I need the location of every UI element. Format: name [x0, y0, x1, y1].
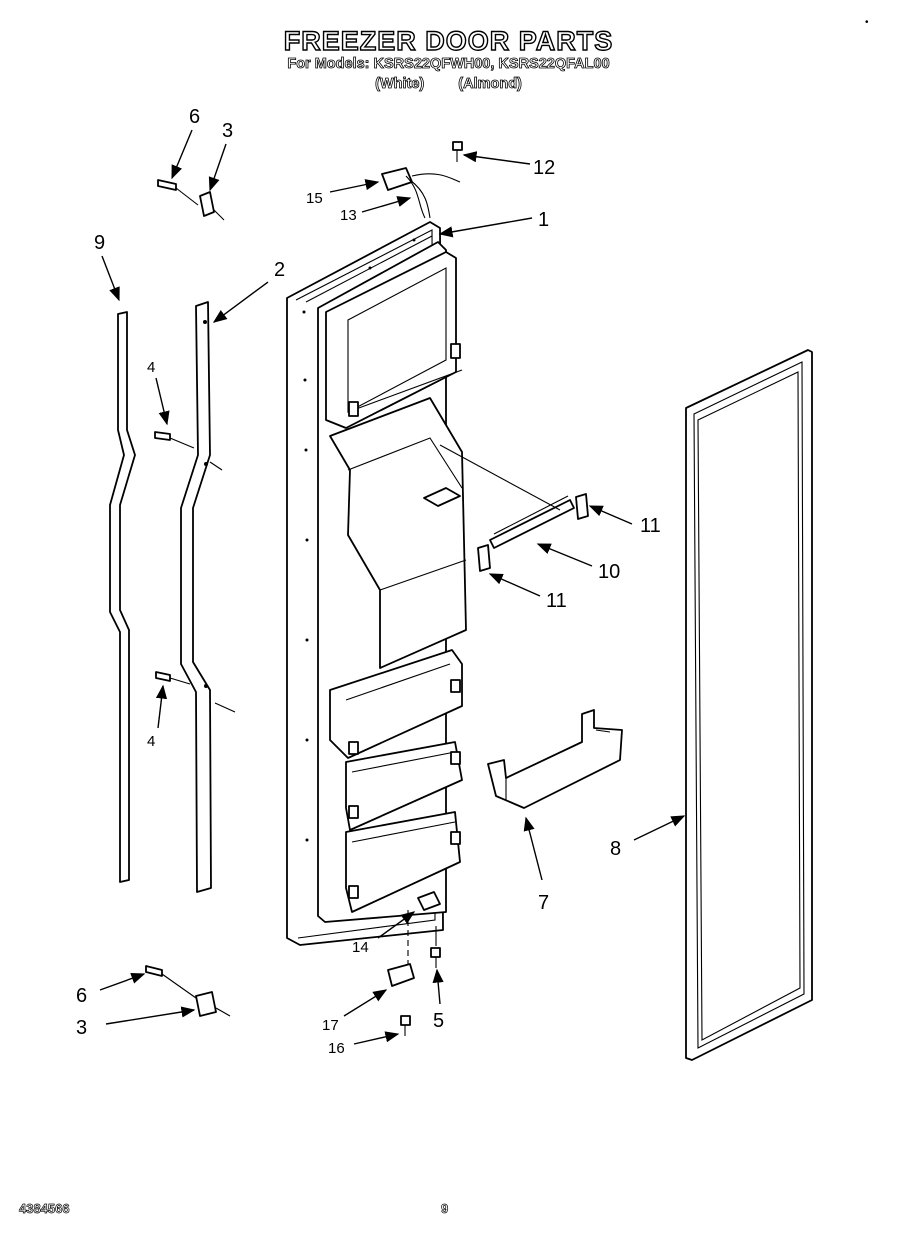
part-17-bracket: [387, 963, 415, 987]
callout-8: 8: [610, 838, 621, 860]
part-3-6-upper-hinge: [157, 179, 225, 221]
variant-white-label: (White): [375, 76, 425, 93]
part-12-screw: [452, 141, 463, 162]
callout-11-lower: 11: [546, 590, 567, 612]
callout-9: 9: [94, 232, 105, 254]
callout-12: 12: [533, 157, 555, 179]
part-7-door-bin: [487, 709, 623, 809]
part-2-trim-bar: [180, 301, 236, 893]
part-15-13-harness: [381, 167, 461, 219]
callout-4-upper: 4: [147, 359, 155, 376]
part-3-6-lower-hinge: [145, 965, 231, 1017]
callout-5: 5: [433, 1010, 444, 1032]
callout-10: 10: [598, 561, 620, 583]
variant-almond-label: (Almond): [458, 76, 522, 93]
document-number: 4384566: [19, 1201, 70, 1217]
callout-4-lower: 4: [147, 733, 155, 750]
leader-lines: [99, 129, 686, 1045]
page-title: FREEZER DOOR PARTS: [283, 25, 614, 56]
callout-6-upper: 6: [189, 106, 200, 128]
model-variants: (White) (Almond): [0, 76, 897, 93]
model-numbers: For Models: KSRS22QFWH00, KSRS22QFAL00: [287, 56, 610, 73]
corner-mark: •: [865, 17, 869, 28]
callout-17: 17: [322, 1017, 339, 1034]
callout-16: 16: [328, 1040, 345, 1057]
part-16-screw: [400, 1015, 411, 1036]
callout-6-lower: 6: [76, 985, 87, 1007]
callout-13: 13: [340, 207, 357, 224]
callout-2: 2: [274, 259, 285, 281]
part-1-door-liner: [286, 221, 467, 946]
part-10-11-trim: [439, 444, 589, 572]
part-8-gasket: [685, 349, 813, 1061]
callout-3-lower: 3: [76, 1017, 87, 1039]
part-4-screws: [154, 431, 195, 685]
part-9-strip: [109, 311, 136, 883]
callout-14: 14: [352, 939, 369, 956]
callout-15: 15: [306, 190, 323, 207]
callout-1: 1: [538, 209, 549, 231]
callout-7: 7: [538, 892, 549, 914]
page-number: 9: [441, 1201, 449, 1217]
part-5-screw: [430, 947, 441, 968]
callout-11-upper: 11: [640, 515, 661, 537]
callout-3-upper: 3: [222, 120, 233, 142]
